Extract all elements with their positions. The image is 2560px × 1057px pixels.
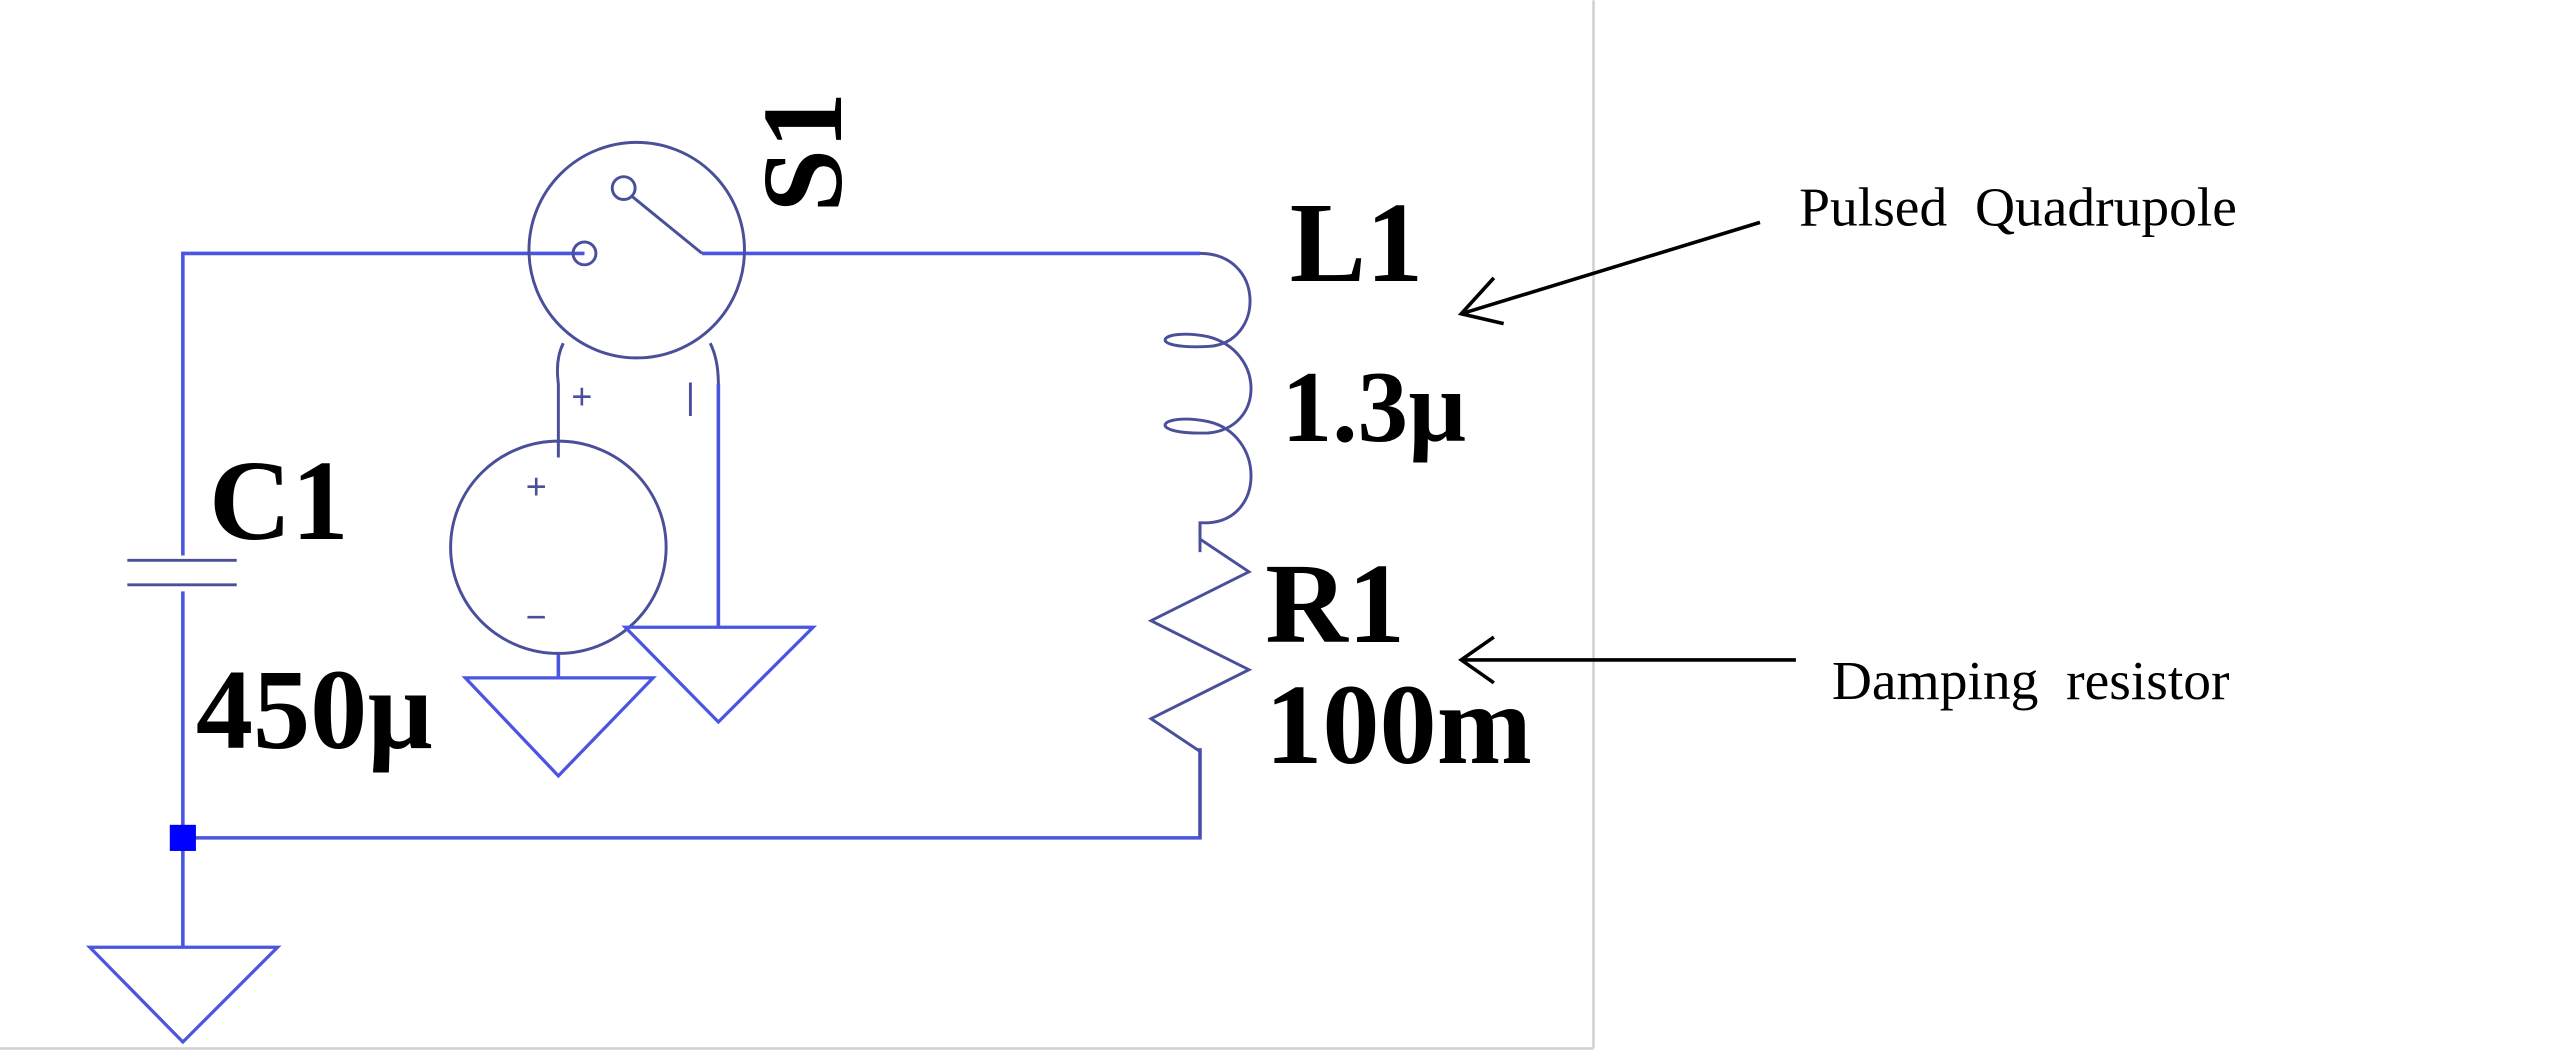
inductor-value-label: 1.3µ xyxy=(1282,351,1467,463)
junction-dot[interactable] xyxy=(169,824,196,851)
capacitor-c1[interactable] xyxy=(127,558,237,587)
source-plus: + xyxy=(526,465,547,506)
switch-minus-pin: | xyxy=(686,376,695,417)
inductor-l1[interactable] xyxy=(1163,251,1253,553)
source-minus: − xyxy=(526,596,547,637)
arrow-pulsed-quadrupole[interactable] xyxy=(1457,220,1761,326)
wires[interactable] xyxy=(181,251,1202,948)
ground-symbol-switch[interactable] xyxy=(621,625,818,725)
capacitor-value-label: 450µ xyxy=(196,646,433,773)
ground-symbol-source[interactable] xyxy=(461,676,657,779)
arrow-damping-resistor[interactable] xyxy=(1458,635,1796,685)
resistor-r1[interactable] xyxy=(1147,522,1253,838)
wire-left-top[interactable] xyxy=(181,251,585,556)
ground-symbol-main[interactable] xyxy=(85,945,282,1045)
switch-s1[interactable]: + | xyxy=(527,140,746,458)
resistor-value-label: 100m xyxy=(1265,661,1532,788)
inductor-ref-label: L1 xyxy=(1290,179,1423,306)
annotation-damping-resistor: Damping resistor xyxy=(1832,651,2230,712)
switch-plus-pin: + xyxy=(571,376,592,417)
annotation-pulsed-quadrupole: Pulsed Quadrupole xyxy=(1799,178,2237,239)
capacitor-ref-label: C1 xyxy=(209,437,349,564)
voltage-source[interactable]: + − xyxy=(449,439,668,655)
resistor-ref-label: R1 xyxy=(1265,540,1405,667)
switch-ref-label: S1 xyxy=(739,92,866,213)
